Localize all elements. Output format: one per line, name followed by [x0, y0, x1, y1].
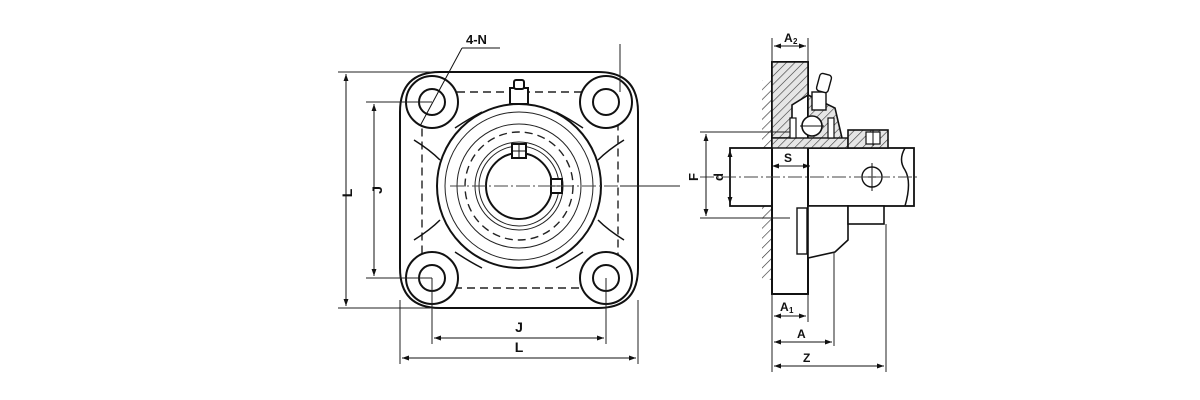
grease-fitting-side [811, 72, 833, 111]
front-view: 4-N L J J L [338, 32, 680, 364]
flange-height-label: L [339, 188, 355, 197]
collar-height-label: A [784, 31, 793, 45]
dimension-bolt-spacing-vertical: J [366, 101, 432, 279]
dimension-flange-height: L [338, 71, 430, 309]
dimension-body-width: A [771, 252, 835, 346]
body-width-label: A [797, 327, 806, 341]
flange-thickness-subscript: 1 [789, 306, 794, 315]
bolt-spacing-vertical-label: J [369, 186, 385, 194]
overall-width-label: Z [803, 351, 810, 365]
dimension-flange-thickness: A 1 [771, 294, 809, 322]
bolt-holes-label: 4-N [466, 32, 487, 47]
bolt-hole-top-right [579, 75, 633, 129]
seal-right [827, 117, 835, 139]
dimension-bolt-spacing: J [431, 278, 607, 344]
dimension-housing-bore: F [686, 131, 790, 219]
flange-slot [796, 207, 808, 255]
dimension-collar-height: A 2 [771, 31, 809, 62]
flange-thickness-label: A [780, 300, 789, 314]
side-view: A 2 S F d A 1 [686, 31, 920, 372]
dimension-flange-width: L [399, 300, 639, 364]
flange-width-label: L [515, 339, 524, 355]
collar-height-subscript: 2 [793, 37, 798, 46]
dimension-shaft-diameter: d [711, 150, 733, 204]
inner-ring-section [771, 137, 849, 149]
grease-fitting-front [509, 79, 529, 105]
bolt-hole-callout: 4-N [419, 32, 500, 127]
housing-bore-label: F [686, 173, 701, 181]
housing-hidden-outline [421, 91, 619, 289]
bolt-spacing-label: J [515, 319, 523, 335]
seal-left [789, 117, 797, 139]
set-screw-label: S [784, 151, 792, 165]
dimension-overall-width: Z [771, 224, 887, 372]
dimension-set-screw: S [772, 151, 810, 169]
set-screw-top [511, 143, 527, 159]
shaft-diameter-label: d [711, 173, 726, 181]
housing-hub-lower [807, 205, 849, 259]
